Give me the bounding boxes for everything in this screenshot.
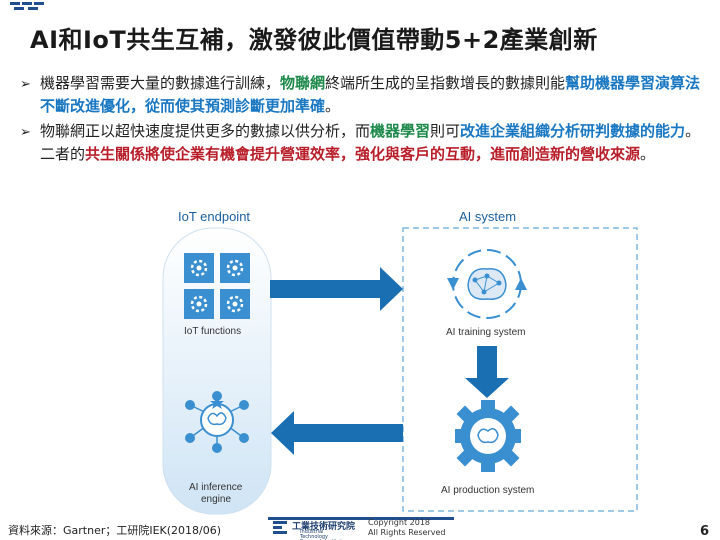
slide-title: AI和IoT共生互補，激發彼此價值帶動5+2產業創新: [30, 26, 598, 54]
ai-system-panel: [402, 227, 638, 512]
bullet-segment: 共生關係將使企業有機會提升營運效率，強化與客戶的互動，進而創造新的營收來源: [85, 145, 641, 163]
itri-logo-icon: [10, 2, 44, 10]
copyright: Copyright 2018 All Rights Reserved: [368, 518, 445, 538]
bullet-item: ➢ 機器學習需要大量的數據進行訓練，物聯網終端所生成的呈指數增長的數據則能幫助機…: [20, 72, 710, 118]
arrow-bullet-icon: ➢: [20, 125, 31, 140]
bullet-segment: 幫助機器學習演算法不斷改進優化，從而使其預測診斷更加準確: [40, 74, 701, 115]
bullet-segment: 。二者的: [40, 122, 701, 163]
page-number: 6: [700, 524, 710, 539]
ai-inference-network-icon: [185, 391, 249, 453]
arrow-left-icon: [271, 411, 403, 455]
arrow-right-icon: [270, 267, 403, 311]
arrow-bullet-icon: ➢: [20, 77, 31, 92]
iot-endpoint-label: IoT endpoint: [178, 209, 250, 224]
bullet-text: 機器學習需要大量的數據進行訓練，物聯網終端所生成的呈指數增長的數據則能幫助機器學…: [40, 72, 710, 118]
ai-training-label: AI training system: [446, 327, 525, 338]
ai-inference-label: AI inference: [189, 482, 243, 493]
copyright-line: Copyright 2018: [368, 518, 430, 527]
source-citation: 資料來源：Gartner；工研院IEK(2018/06): [8, 524, 222, 537]
bullet-segment: 物聯網正以超快速度提供更多的數據以供分析，而: [40, 122, 371, 140]
bullet-segment: 。: [325, 97, 341, 115]
bullet-segment: 改進企業組織分析研判數據的能力: [460, 122, 686, 140]
ai-production-gear-icon: [455, 400, 521, 472]
ai-inference-label: engine: [201, 494, 231, 505]
arrow-down-icon: [465, 346, 509, 398]
bullet-segment: 。: [640, 145, 656, 163]
org-name-en: Industrial Technology Research Institute: [300, 529, 345, 540]
ai-training-brain-icon: [447, 249, 527, 319]
bullet-segment: 機器學習需要大量的數據進行訓練，: [40, 74, 281, 92]
iot-endpoint-panel: [162, 227, 272, 515]
itri-footer-logo-icon: [273, 521, 287, 534]
bullet-segment: 機器學習: [370, 122, 431, 140]
bullet-segment: 物聯網: [280, 74, 326, 92]
bullet-item: ➢ 物聯網正以超快速度提供更多的數據以供分析，而機器學習則可改進企業組織分析研判…: [20, 120, 710, 166]
iot-functions-label: IoT functions: [184, 326, 241, 337]
copyright-line: All Rights Reserved: [368, 528, 446, 537]
bullet-segment: 終端所生成的呈指數增長的數據則能: [325, 74, 566, 92]
footer-divider: [268, 517, 454, 520]
ai-production-label: AI production system: [441, 485, 534, 496]
iot-functions-gear-icon: [184, 253, 250, 319]
bullet-list: ➢ 機器學習需要大量的數據進行訓練，物聯網終端所生成的呈指數增長的數據則能幫助機…: [20, 72, 710, 168]
bullet-segment: 則可: [430, 122, 461, 140]
ai-system-label: AI system: [459, 209, 516, 224]
bullet-text: 物聯網正以超快速度提供更多的數據以供分析，而機器學習則可改進企業組織分析研判數據…: [40, 120, 710, 166]
org-name: 工業技術研究院: [292, 522, 356, 532]
